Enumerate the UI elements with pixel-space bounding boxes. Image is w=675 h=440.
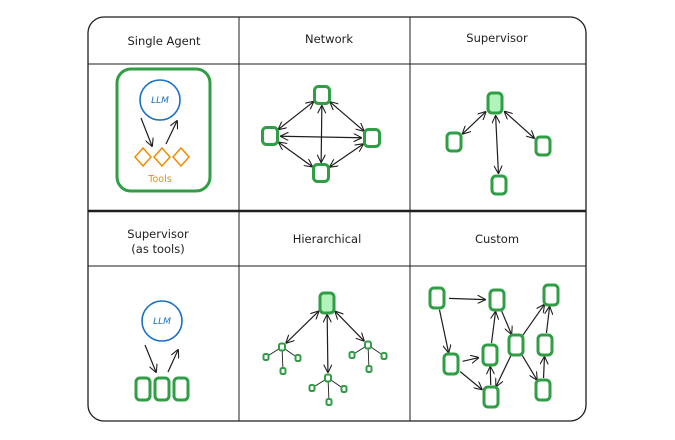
agent-node [363, 128, 381, 148]
edge-arrow [281, 136, 361, 138]
edge-arrow [330, 144, 363, 167]
agent-node [278, 342, 286, 352]
cell-title-network: Network [305, 32, 353, 46]
agent-node [486, 91, 504, 115]
edge-arrow [335, 312, 363, 341]
llm-node [141, 300, 183, 342]
edge-arrow [279, 102, 314, 129]
agent-node [262, 353, 270, 361]
agent-node [380, 352, 388, 360]
tool-diamond-icon [171, 146, 191, 168]
agent-node [442, 352, 460, 376]
edge-arrow [448, 298, 485, 299]
tool-diamond-icon [133, 146, 153, 168]
edge-arrow [438, 309, 448, 353]
cell-title-hierarchical: Hierarchical [293, 232, 362, 246]
llm-to-agents-arrow [144, 344, 156, 372]
agent-node [536, 333, 554, 357]
llm-label: LLM [151, 96, 169, 106]
agent-node [172, 376, 190, 402]
edge-arrow [327, 315, 328, 372]
agent-node [348, 351, 356, 359]
edge-arrow [501, 310, 512, 334]
agent-node [364, 340, 372, 350]
agent-node [325, 398, 333, 406]
agent-node [365, 365, 373, 373]
agent-node [507, 333, 525, 357]
cell-title-supervisor-as-tools-line1: Supervisor [127, 227, 189, 241]
agent-node [340, 385, 348, 393]
agent-boundary [115, 67, 212, 193]
agent-node [534, 378, 552, 402]
cell-title-single-agent: Single Agent [127, 34, 201, 48]
edge-arrow [279, 142, 312, 166]
agent-node [481, 343, 499, 367]
agent-node [445, 131, 463, 153]
edge-arrow [492, 312, 496, 344]
tools-label: Tools [147, 174, 171, 185]
agent-node [279, 367, 287, 375]
llm-label: LLM [153, 317, 171, 327]
agent-node [134, 376, 152, 402]
edge-arrow [330, 102, 363, 131]
cell-title-supervisor: Supervisor [466, 31, 528, 45]
tool-diamond-icon [152, 146, 172, 168]
table-border [87, 16, 587, 422]
edge-arrow [505, 112, 534, 138]
agent-node [308, 384, 316, 392]
agent-node [312, 163, 330, 183]
cell-title-custom: Custom [475, 232, 519, 246]
edge-arrow [521, 354, 537, 379]
agent-node [488, 288, 506, 312]
tools-to-llm-arrow [165, 121, 177, 145]
agent-node [294, 354, 302, 362]
agent-node [490, 174, 508, 196]
agent-node [318, 291, 336, 315]
edge-arrow [459, 371, 481, 390]
edge-arrow [462, 358, 479, 362]
edge-arrow [463, 112, 486, 134]
agents-to-llm-arrow [167, 350, 178, 373]
edge-arrow [544, 357, 545, 379]
agent-node [542, 283, 560, 307]
edge-arrow [321, 106, 322, 162]
agent-node [313, 85, 331, 105]
agent-node [261, 126, 279, 146]
llm-to-tools-arrow [140, 117, 152, 146]
agent-node [153, 376, 171, 402]
edge-arrow [286, 311, 318, 342]
agent-node [428, 286, 446, 310]
edge-arrow [522, 305, 544, 336]
cell-title-supervisor-as-tools-line2: (as tools) [131, 242, 184, 256]
agent-node [534, 135, 552, 157]
edge-arrow [546, 307, 549, 334]
edge-arrow [496, 116, 499, 173]
edge-arrow [496, 355, 512, 386]
agent-node [482, 385, 500, 409]
llm-node [139, 79, 181, 121]
agent-node [324, 373, 332, 383]
